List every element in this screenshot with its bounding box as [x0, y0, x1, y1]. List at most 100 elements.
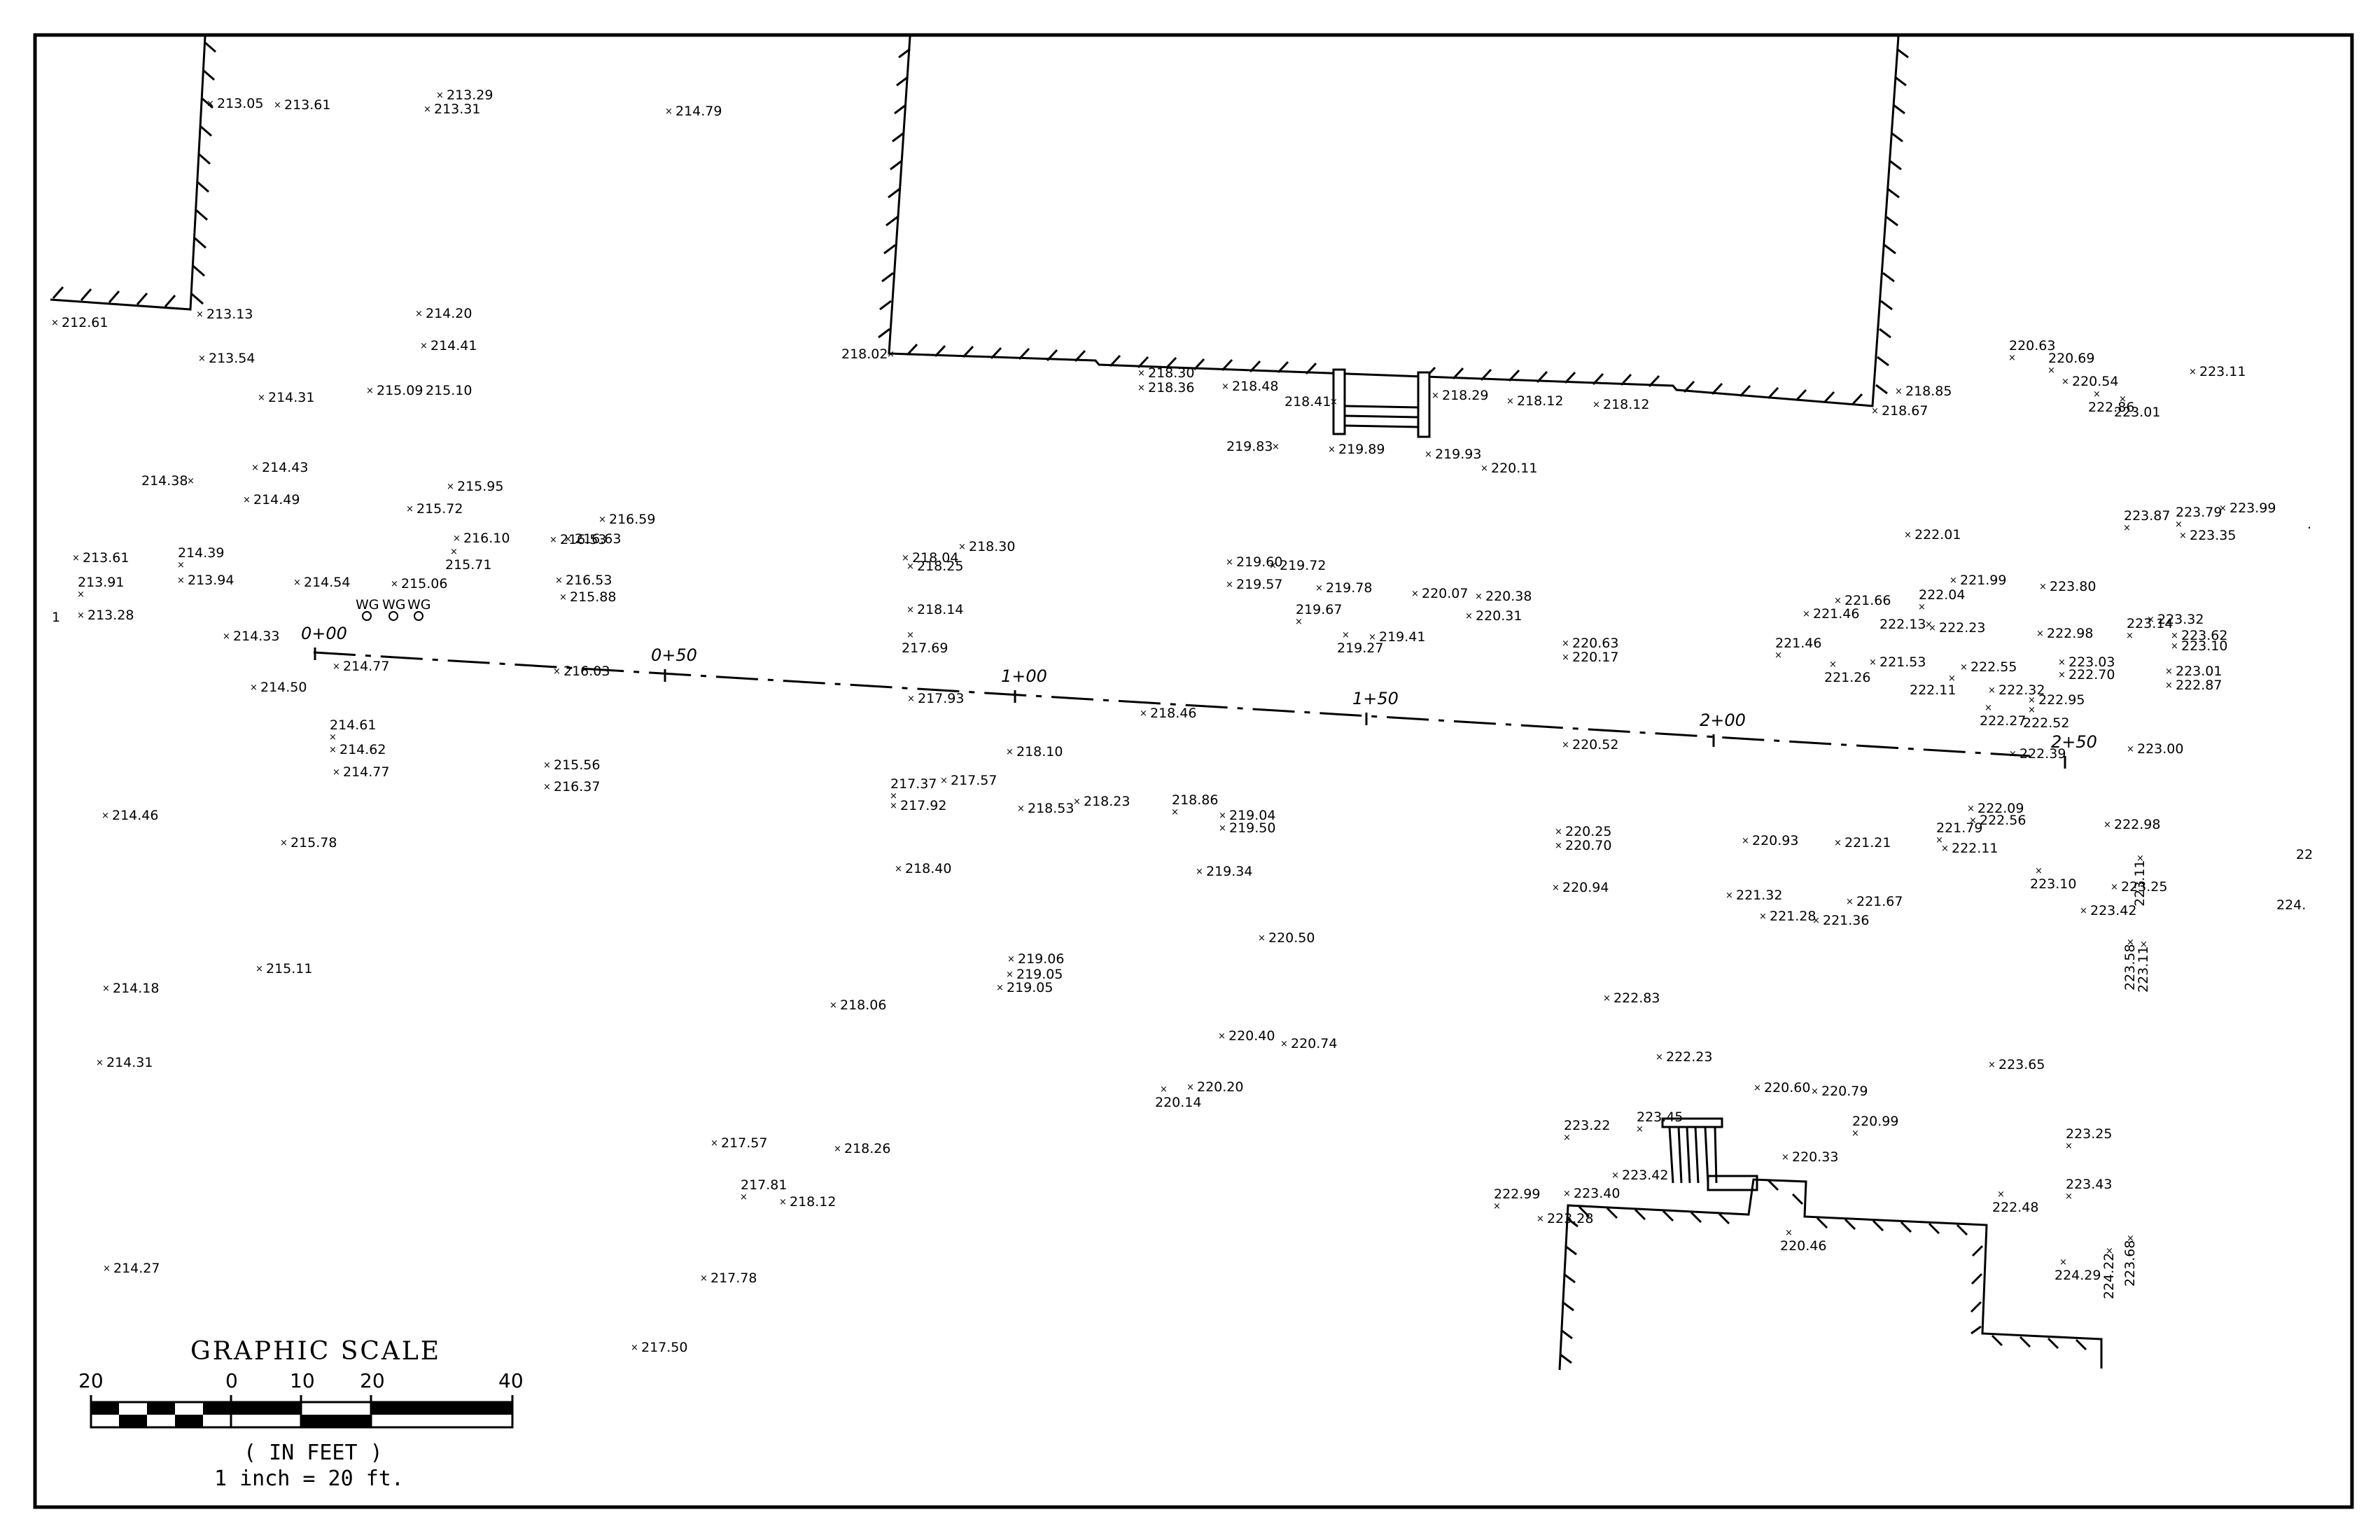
spot-marker: ×	[2065, 1191, 2073, 1202]
spot-elevation-label: 217.92	[900, 798, 946, 813]
spot-marker: ×	[2058, 657, 2066, 668]
building-upper-left	[50, 36, 216, 311]
spot-elevation-label: 222.11	[1952, 841, 1998, 856]
spot-marker: ×	[2171, 641, 2178, 652]
spot-elevation-label: 221.79	[1936, 820, 1982, 836]
spot-marker: ×	[1552, 883, 1560, 893]
spot-marker: ×	[1851, 1128, 1859, 1139]
spot-elevation-label: 214.33	[233, 629, 279, 644]
spot-marker: ×	[2219, 503, 2227, 514]
spot-marker: ×	[564, 534, 572, 545]
spot-elevation-label: 215.56	[554, 757, 600, 773]
spot-marker: ×	[2175, 519, 2183, 530]
spot-elevation-label: 218.86	[1172, 792, 1218, 808]
spot-elevation-label: 220.17	[1572, 650, 1618, 665]
spot-elevation-label: 219.50	[1229, 820, 1275, 836]
spot-elevation-label: 214.18	[113, 981, 159, 996]
spot-elevation-label: 222.01	[1914, 527, 1961, 542]
spot-elevation-label: 220.93	[1752, 833, 1798, 848]
spot-marker: ×	[1656, 1052, 1663, 1063]
spot-elevation-label: 216.53	[560, 532, 606, 547]
spot-elevation-label: 219.78	[1326, 580, 1372, 596]
spot-marker: ×	[1140, 708, 1147, 719]
spot-elevation-label: 221.46	[1813, 606, 1859, 622]
spot-marker: ×	[206, 99, 214, 109]
spot-elevation-label: 215.10	[426, 383, 472, 398]
spot-marker: ×	[830, 1000, 837, 1011]
spot-marker: ×	[1258, 933, 1266, 944]
spot-marker: ×	[2009, 749, 2017, 760]
spot-elevation-label: 220.20	[1197, 1079, 1243, 1095]
spot-marker: ×	[1812, 916, 1820, 926]
spot-elevation-label: 214.31	[106, 1055, 153, 1070]
spot-marker: ×	[258, 393, 265, 403]
spot-elevation-label: 214.20	[426, 306, 472, 321]
spot-marker: ×	[1006, 969, 1014, 980]
spot-marker: ×	[1196, 867, 1203, 877]
spot-marker: ×	[1424, 449, 1432, 460]
scale-tick-label: 10	[290, 1369, 315, 1392]
spot-elevation-label: 220.79	[1821, 1084, 1868, 1099]
spot-elevation-label: 220.38	[1485, 589, 1532, 604]
spot-marker: ×	[779, 1197, 787, 1208]
station-ticks	[314, 648, 2066, 769]
spot-marker: ×	[1949, 575, 1957, 586]
scale-segment	[147, 1402, 175, 1415]
spot-marker: ×	[1536, 1214, 1544, 1224]
spot-elevation-label: 220.40	[1228, 1028, 1275, 1044]
spot-elevation-label: 218.14	[917, 602, 963, 617]
spot-marker: ×	[406, 504, 414, 514]
spot-marker: ×	[1562, 652, 1569, 663]
wg-label: WG	[407, 597, 431, 612]
spot-elevation-label: 218.30	[1148, 365, 1194, 381]
spot-elevation-label: 222.98	[2047, 626, 2093, 641]
spot-elevation-label: 223.11	[2136, 946, 2151, 993]
spot-marker: ×	[1562, 740, 1569, 750]
spot-marker: ×	[329, 732, 337, 743]
spot-elevation-label: 220.94	[1562, 880, 1609, 895]
spot-elevation-label: 218.02	[841, 346, 888, 362]
scale-tick-label: 40	[498, 1369, 524, 1392]
spot-marker: ×	[1563, 1189, 1571, 1199]
scale-tick-label: 0	[225, 1369, 238, 1392]
spot-marker: ×	[2147, 615, 2155, 625]
spot-elevation-label: 214.50	[260, 680, 307, 695]
spot-marker: ×	[1480, 463, 1488, 474]
spot-elevation-label: 213.54	[209, 351, 255, 366]
spot-marker: ×	[1846, 897, 1854, 907]
spot-marker: ×	[1017, 804, 1025, 814]
spot-marker: ×	[2189, 367, 2197, 377]
spot-marker: ×	[958, 542, 966, 552]
spot-elevation-label: 218.41	[1284, 394, 1331, 410]
spot-elevation-label: 223.01	[2176, 664, 2222, 679]
spot-marker: ×	[1802, 609, 1810, 620]
spot-elevation-label: 218.53	[1028, 801, 1074, 816]
spot-marker: ×	[1411, 589, 1419, 599]
spot-marker: ×	[1226, 580, 1233, 590]
spot-marker: ×	[1967, 804, 1975, 814]
spot-marker: ×	[2140, 939, 2148, 950]
spot-marker: ×	[1465, 611, 1473, 622]
spot-elevation-label: 223.01	[2114, 405, 2160, 420]
spot-elevation-label: 219.60	[1236, 554, 1282, 570]
spot-elevation-label: 213.61	[83, 550, 129, 566]
spot-marker: ×	[2093, 389, 2101, 400]
rear-steps	[1661, 1117, 1758, 1191]
spot-marker: ×	[2179, 531, 2187, 541]
spot-elevation-label: 223.22	[1564, 1118, 1610, 1133]
spot-marker: ×	[1969, 816, 1977, 826]
spot-elevation-label: 216.53	[566, 573, 612, 588]
spot-marker: ×	[1997, 1189, 2005, 1200]
station-label: 1+50	[1352, 689, 1399, 708]
scale-title: GRAPHIC SCALE	[190, 1337, 441, 1366]
spot-elevation-label: 223.28	[1547, 1211, 1593, 1226]
spot-elevation-label: 215.95	[457, 479, 503, 494]
spot-elevation-label: 219.57	[1236, 577, 1282, 592]
spot-elevation-label: 217.37	[890, 776, 937, 792]
spot-elevation-label: 220.69	[2048, 351, 2094, 366]
spot-marker: ×	[1171, 807, 1179, 818]
spot-marker: ×	[907, 694, 915, 704]
spot-elevation-label: 223.11	[2199, 364, 2246, 379]
spot-elevation-label: 217.81	[741, 1177, 787, 1193]
